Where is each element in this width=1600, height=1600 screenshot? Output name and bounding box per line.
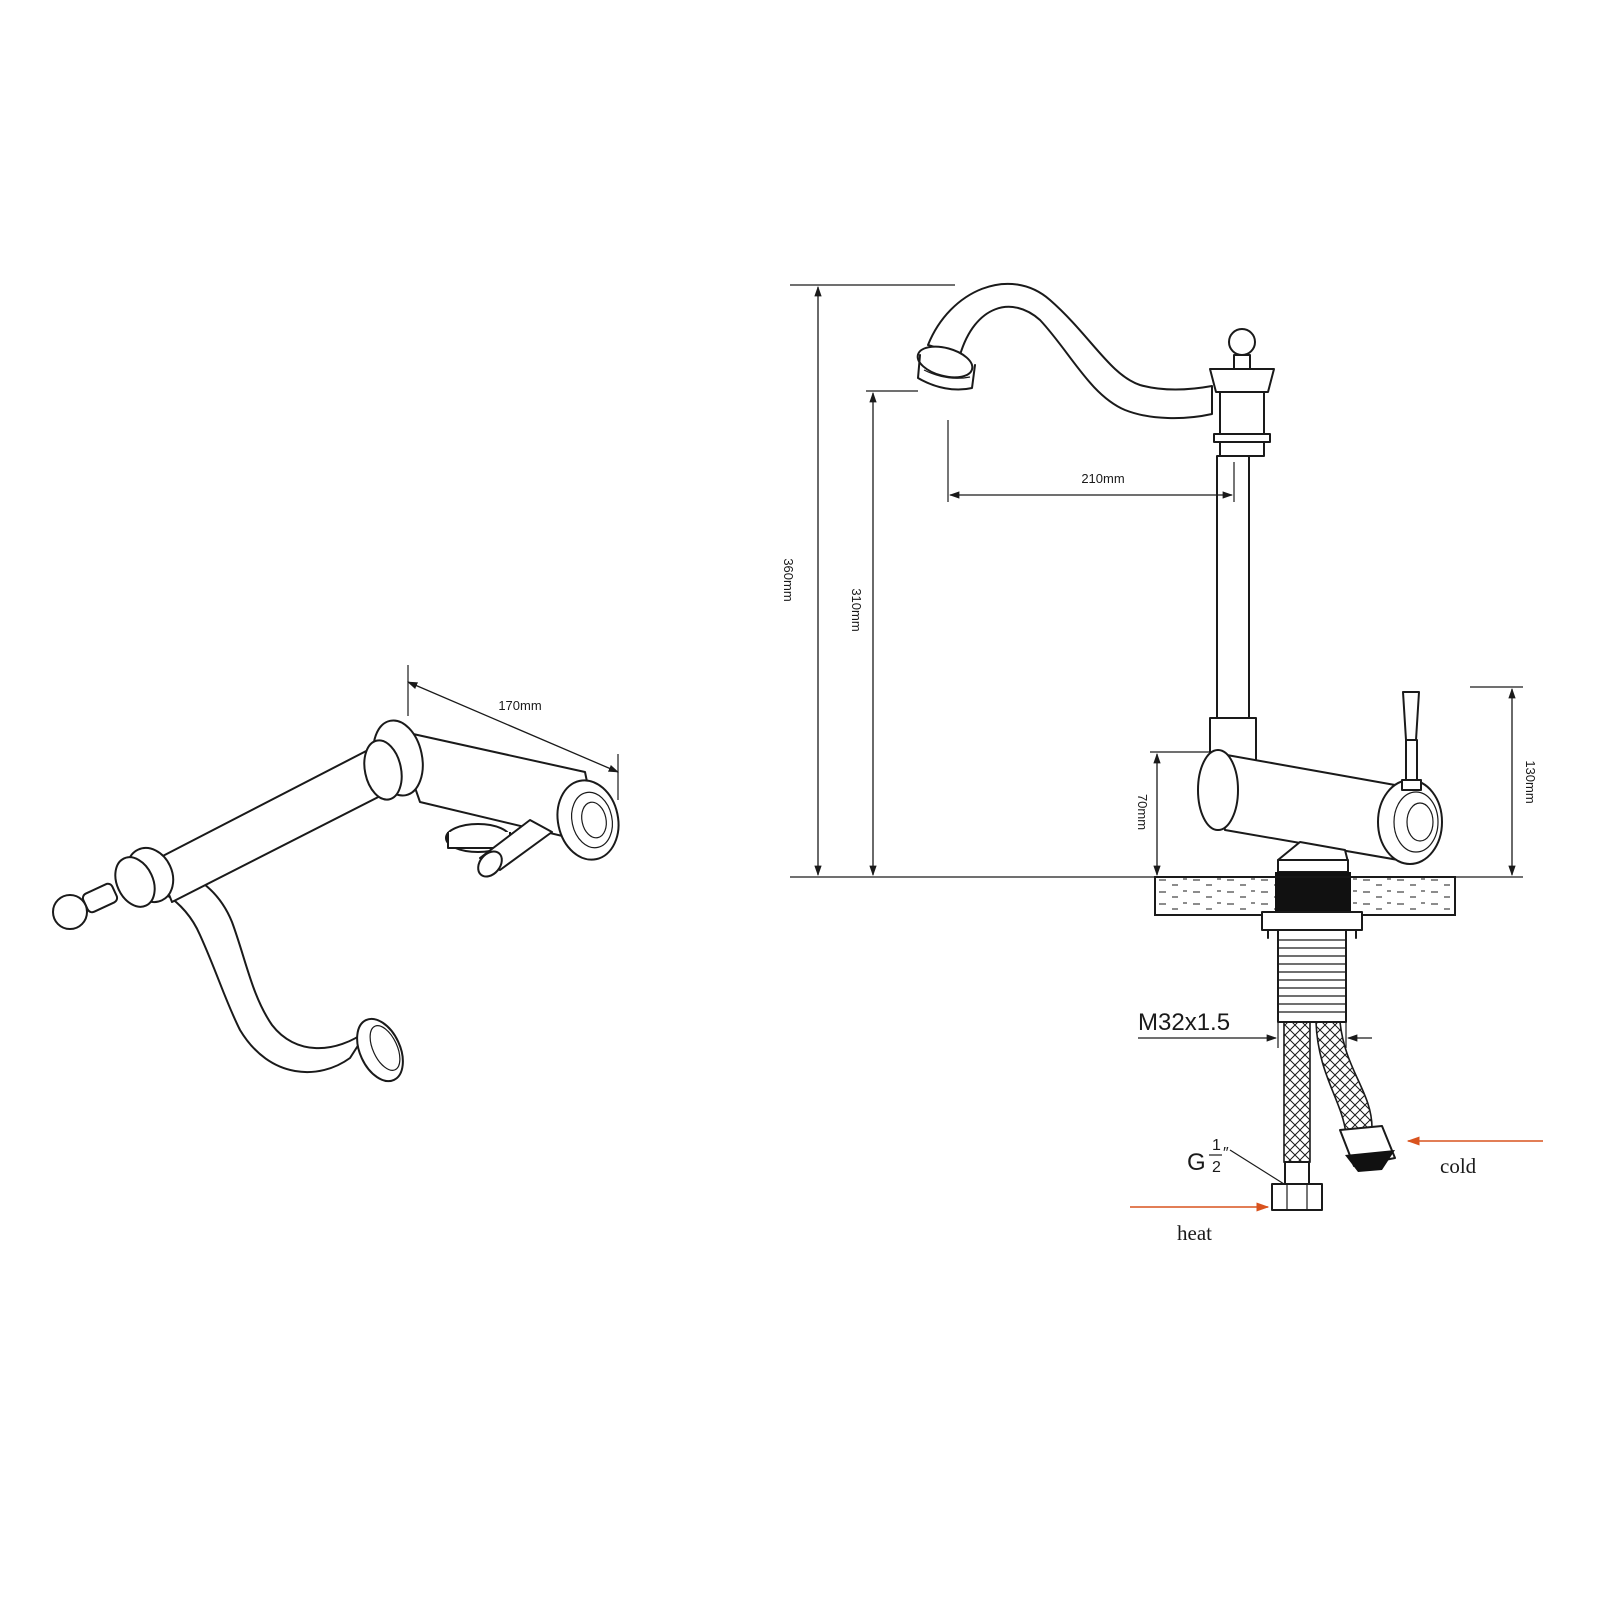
side-view-pillar bbox=[1216, 455, 1250, 719]
top-view-cartridge-cap bbox=[556, 779, 620, 861]
label-hose-fitting: G 1 2 ″ bbox=[1187, 1137, 1229, 1176]
top-view-upper-arm bbox=[154, 747, 393, 903]
side-view-body-end bbox=[1197, 749, 1239, 831]
side-view-aerator bbox=[916, 345, 974, 379]
side-view-finial bbox=[1228, 328, 1256, 356]
top-view: 170mm bbox=[52, 665, 620, 1083]
dimension-360mm: 360mm bbox=[781, 558, 796, 601]
svg-text:1: 1 bbox=[1212, 1137, 1221, 1154]
svg-text:G: G bbox=[1187, 1149, 1206, 1176]
dimension-130mm: 130mm bbox=[1523, 760, 1538, 803]
side-view-lever bbox=[1402, 691, 1420, 741]
side-view-hot-hose bbox=[1283, 1021, 1311, 1163]
svg-text:2: 2 bbox=[1212, 1159, 1221, 1176]
label-thread-size: M32x1.5 bbox=[1138, 1009, 1230, 1036]
side-view-hot-nut bbox=[1271, 1183, 1323, 1211]
dimension-70mm: 70mm bbox=[1135, 794, 1150, 830]
svg-text:″: ″ bbox=[1223, 1145, 1229, 1162]
dimension-310mm: 310mm bbox=[849, 588, 864, 631]
dimension-210mm: 210mm bbox=[1081, 471, 1124, 486]
side-view-threaded-shank bbox=[1277, 929, 1347, 1023]
side-view-cold-hose bbox=[1315, 1021, 1373, 1135]
dimension-170mm: 170mm bbox=[498, 698, 541, 713]
side-view-spout bbox=[927, 282, 1213, 420]
top-view-aerator bbox=[356, 1017, 404, 1083]
top-view-finial-knob bbox=[52, 894, 88, 930]
label-heat: heat bbox=[1177, 1221, 1212, 1245]
side-view: cold heat M32x1.5 G 1 2 ″ 360mm 310mm bbox=[781, 282, 1543, 1245]
label-cold: cold bbox=[1440, 1154, 1477, 1178]
